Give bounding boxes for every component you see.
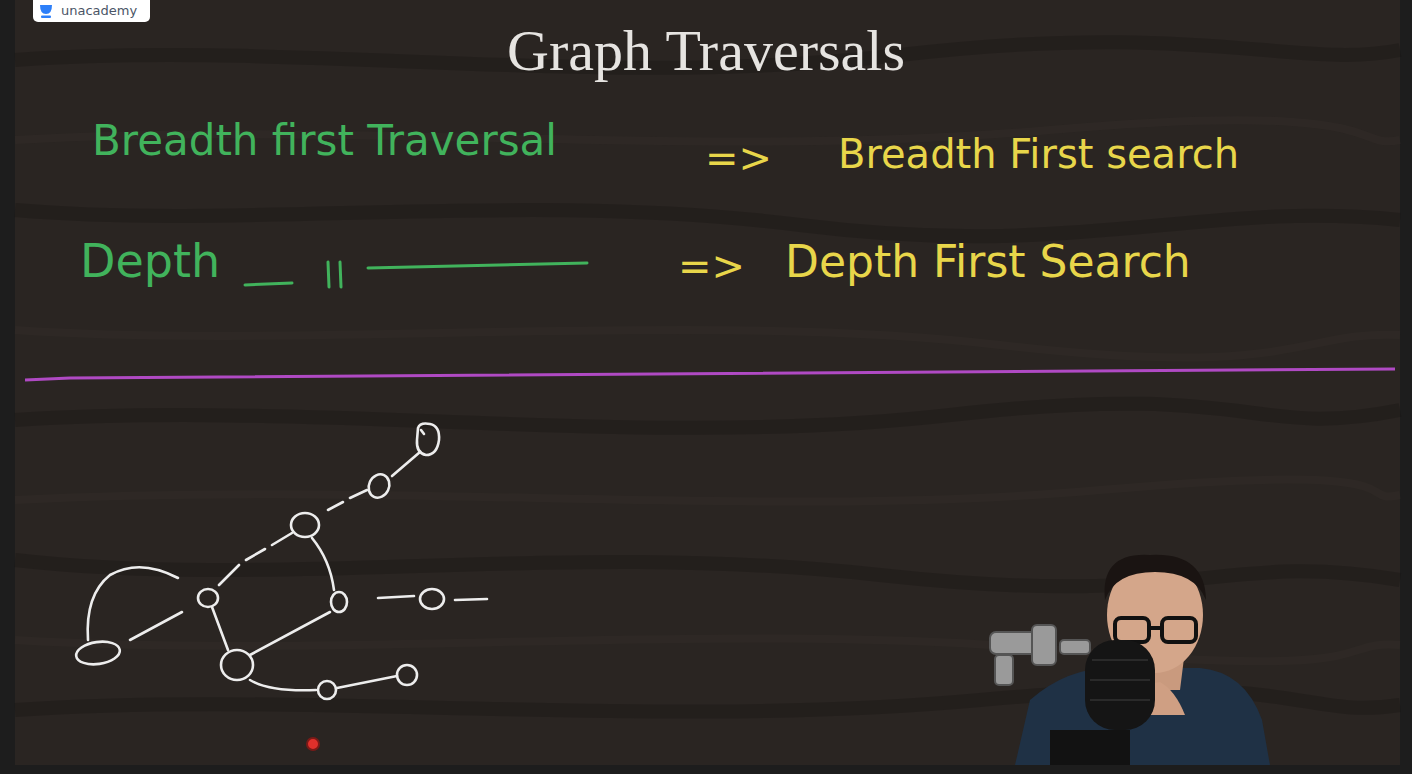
wood-grain <box>15 42 1400 711</box>
term-text: Breadth first Traversal <box>92 116 557 166</box>
divider-line <box>25 369 1395 380</box>
mic-base <box>1050 730 1130 765</box>
graph-edge <box>88 567 178 640</box>
graph-edge <box>455 599 487 600</box>
logo-badge: unacademy <box>33 0 150 22</box>
brand-name: unacademy <box>61 3 140 19</box>
graph-vertex <box>331 592 347 612</box>
term-text: Depth <box>80 234 220 289</box>
mic-arm <box>990 625 1090 685</box>
presenter-glasses <box>1115 618 1196 642</box>
graph-edge <box>312 538 334 590</box>
vertex-mark <box>421 430 424 434</box>
presenter-hair <box>1105 555 1206 600</box>
graph-vertex <box>221 650 253 680</box>
graph-edge <box>219 533 292 585</box>
graph-vertex <box>397 665 417 685</box>
microphone <box>1085 640 1155 730</box>
implies-arrow: => <box>705 134 772 182</box>
presenter-webcam <box>990 555 1270 765</box>
graph-sketch <box>75 424 487 700</box>
laser-pointer <box>307 738 319 750</box>
graph-edge <box>250 612 330 655</box>
graph-edge <box>250 680 316 690</box>
graph-vertex <box>198 589 218 607</box>
graph-vertex <box>420 589 444 609</box>
graph-vertex <box>365 471 393 501</box>
graph-edge <box>328 490 367 510</box>
graph-edge <box>130 612 182 640</box>
microphone-grille <box>1090 660 1150 700</box>
graph-edge <box>378 596 414 598</box>
term-text: Breadth First search <box>838 130 1239 178</box>
term-text: Depth First Search <box>785 236 1191 289</box>
graph-edge <box>392 452 420 476</box>
implies-arrow: => <box>678 242 745 290</box>
graph-vertex <box>417 424 439 456</box>
graph-vertex <box>75 639 122 667</box>
wood-board <box>15 0 1400 765</box>
graph-vertex <box>291 513 319 537</box>
graph-edge <box>337 676 397 688</box>
slide-title: Graph Traversals <box>0 16 1412 86</box>
wood-grain-light <box>15 120 1400 661</box>
ditto-marks <box>245 262 587 287</box>
graph-edge <box>212 607 228 650</box>
graph-vertex <box>318 681 336 699</box>
